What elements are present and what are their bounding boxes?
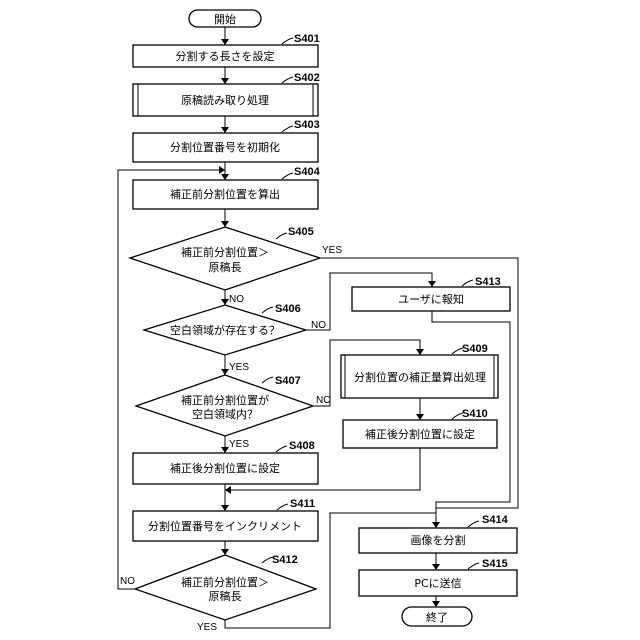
arrowhead <box>432 522 440 528</box>
decision-s405: 補正前分割位置＞ 原稿長 S405 YES NO <box>130 226 342 305</box>
decision-s407-yes: YES <box>229 439 249 450</box>
arrowhead <box>428 281 436 287</box>
decision-s407-line2: 空白領域内？ <box>192 407 258 421</box>
step-s401-label: 分割する長さを設定 <box>176 49 275 63</box>
step-s411-number: S411 <box>290 498 315 510</box>
arrowhead <box>416 349 424 355</box>
step-s401: 分割する長さを設定 S401 <box>133 33 320 67</box>
decision-s412-yes: YES <box>197 622 217 633</box>
step-s402-number: S402 <box>294 72 320 84</box>
arrowhead <box>225 486 231 494</box>
decision-s405-line1: 補正前分割位置＞ <box>181 245 269 259</box>
step-s408-label: 補正後分割位置に設定 <box>170 461 280 475</box>
arrowhead <box>221 221 229 227</box>
arrowhead <box>221 39 229 45</box>
step-s415-label: PCに送信 <box>414 576 461 590</box>
step-s411-label: 分割位置番号をインクリメント <box>148 519 302 533</box>
decision-s407-number: S407 <box>275 375 301 387</box>
start-label: 開始 <box>214 12 236 26</box>
step-s409-label: 分割位置の補正量算出処理 <box>354 370 486 384</box>
step-s410-label: 補正後分割位置に設定 <box>365 427 475 441</box>
step-s404-number: S404 <box>294 166 321 178</box>
step-s404-label: 補正前分割位置を算出 <box>170 187 280 201</box>
step-s415-number: S415 <box>482 558 508 570</box>
arrowhead <box>221 127 229 133</box>
decision-s405-no: NO <box>229 294 244 305</box>
decision-s405-yes: YES <box>322 245 342 256</box>
step-s409-number: S409 <box>462 343 488 355</box>
arrowhead <box>432 601 440 607</box>
arrowhead <box>219 166 225 174</box>
arrowhead <box>221 369 229 375</box>
decision-s407-line1: 補正前分割位置が <box>181 393 269 407</box>
step-s414-number: S414 <box>482 514 509 526</box>
end-terminal: 終了 <box>402 607 472 626</box>
step-s403-label: 分割位置番号を初期化 <box>170 140 280 154</box>
decision-s406-yes: YES <box>229 362 249 373</box>
arrowhead <box>432 564 440 570</box>
decision-s405-line2: 原稿長 <box>209 260 242 274</box>
arrowhead <box>221 78 229 84</box>
arrowhead <box>416 414 424 420</box>
decision-s412: 補正前分割位置＞ 原稿長 S412 NO YES <box>120 554 316 633</box>
decision-s405-number: S405 <box>288 226 314 238</box>
step-s413-number: S413 <box>475 276 501 288</box>
step-s402-label: 原稿読み取り処理 <box>181 93 269 107</box>
decision-s407-no: NO <box>316 395 331 406</box>
step-s410-number: S410 <box>462 408 488 420</box>
decision-s407: 補正前分割位置が 空白領域内？ S407 NO YES <box>136 375 331 450</box>
arrowhead <box>221 174 229 180</box>
decision-s406-number: S406 <box>275 303 301 315</box>
arrowhead <box>221 549 229 555</box>
arrowhead <box>221 447 229 453</box>
start-terminal: 開始 <box>189 10 261 27</box>
decision-s412-number: S412 <box>272 554 298 566</box>
decision-s412-line2: 原稿長 <box>209 589 242 603</box>
decision-s406: 空白領域が存在する？ S406 NO YES <box>144 303 326 373</box>
step-s403: 分割位置番号を初期化 S403 <box>133 119 320 162</box>
arrowhead <box>221 505 229 511</box>
step-s403-number: S403 <box>294 119 320 131</box>
step-s414: 画像を分割 S414 <box>359 514 517 553</box>
step-s415: PCに送信 S415 <box>359 558 517 596</box>
decision-s406-label: 空白領域が存在する？ <box>170 323 280 337</box>
step-s401-number: S401 <box>294 33 320 45</box>
step-s413-label: ユーザに報知 <box>398 292 464 306</box>
arrowhead <box>221 299 229 305</box>
decision-s412-line1: 補正前分割位置＞ <box>181 575 269 589</box>
step-s404: 補正前分割位置を算出 S404 <box>133 166 321 209</box>
end-label: 終了 <box>426 610 448 624</box>
step-s414-label: 画像を分割 <box>411 533 466 547</box>
step-s408-number: S408 <box>289 440 315 452</box>
decision-s412-no: NO <box>120 576 135 587</box>
decision-s406-no: NO <box>311 320 326 331</box>
